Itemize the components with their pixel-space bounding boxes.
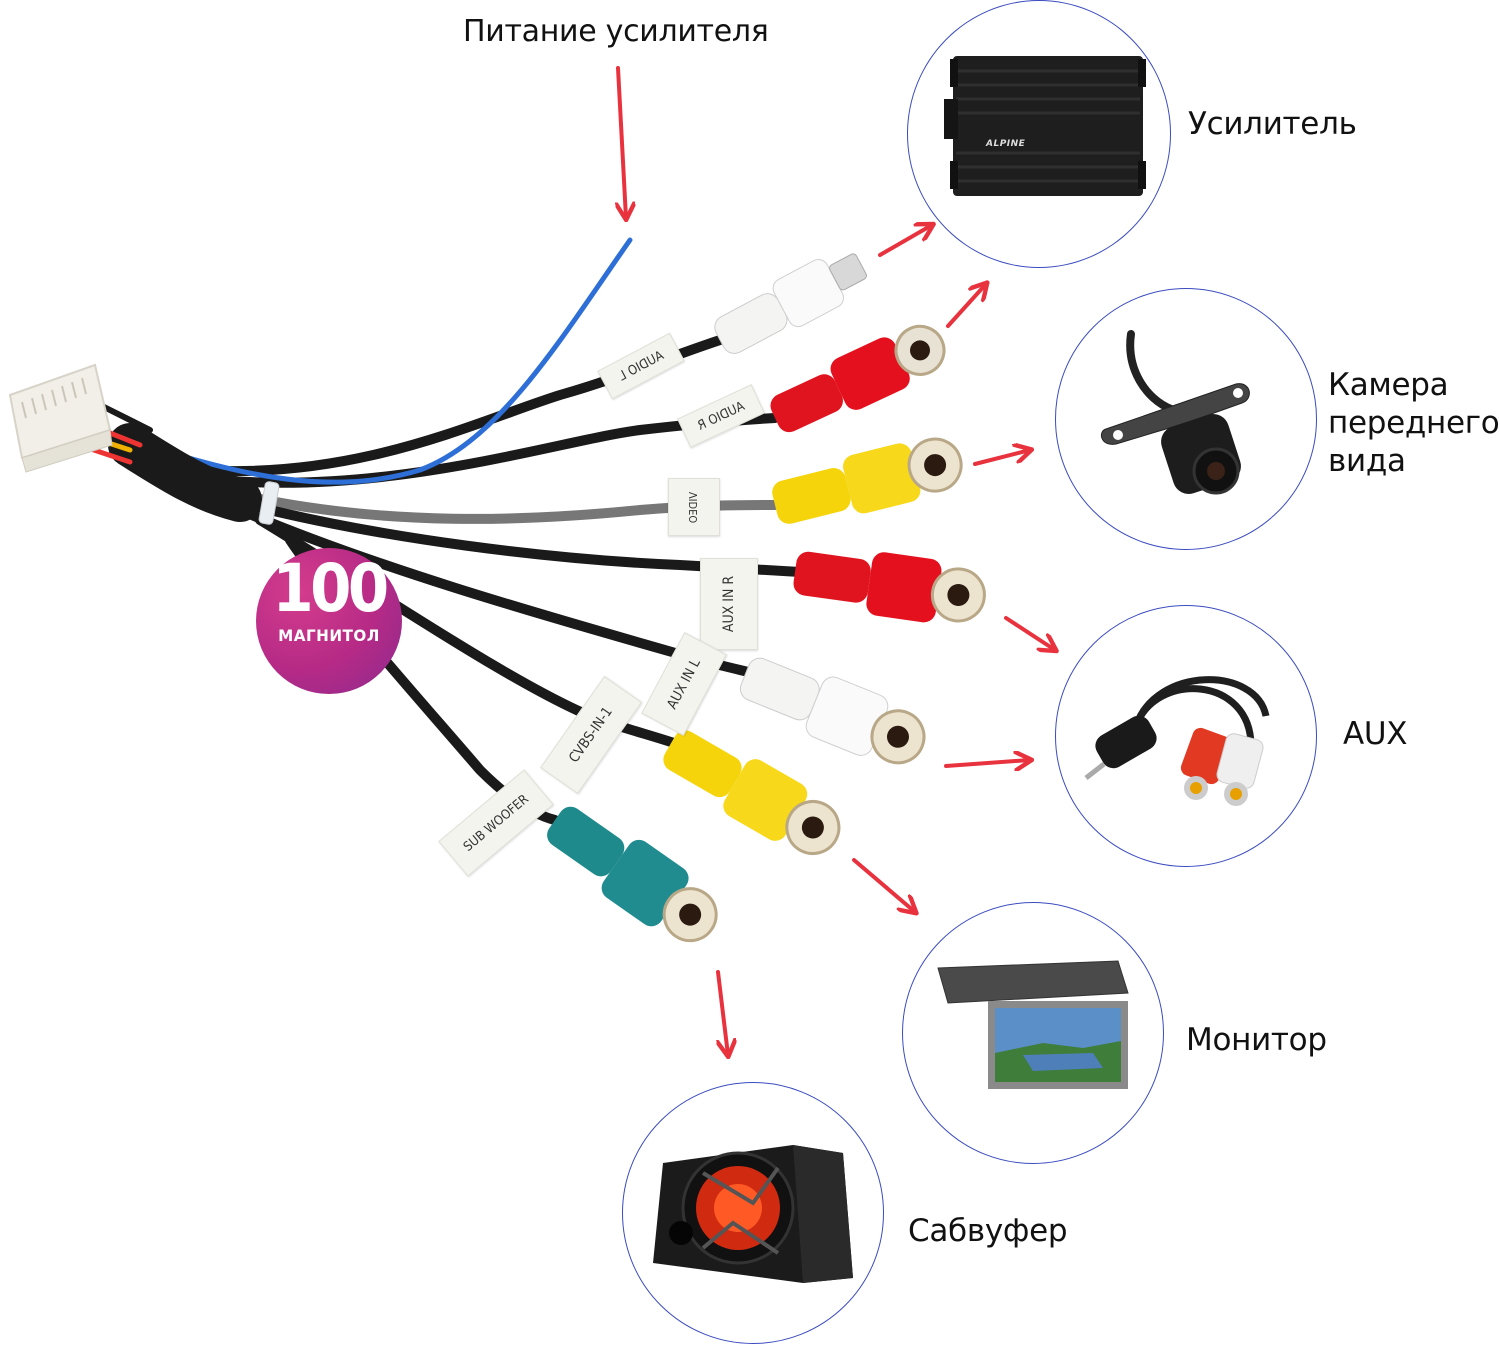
arrow-to-aux-1 (1004, 616, 1055, 650)
device-label-aux: AUX (1343, 716, 1408, 752)
brand-logo: 100 МАГНИТОЛ (256, 548, 402, 694)
arrow-power (618, 66, 626, 218)
power-label: Питание усилителя (463, 14, 769, 49)
cable-power-blue (97, 237, 633, 485)
cable-label-video: VIDEO (668, 478, 720, 536)
brand-number: 100 (272, 550, 389, 627)
device-circle-amplifier: ALPINE (907, 0, 1171, 268)
subwoofer-icon (653, 1145, 853, 1283)
cable-video (215, 485, 780, 524)
device-label-monitor: Монитор (1186, 1022, 1327, 1058)
device-circle-monitor (902, 902, 1164, 1164)
rca-plug-red-aux (793, 551, 986, 623)
cable-label-aux-in-r: AUX IN R (700, 558, 758, 650)
rca-plug-red-top (770, 324, 946, 433)
device-circle-subwoofer (622, 1082, 884, 1344)
arrows (618, 66, 1055, 1055)
arrow-to-amplifier-1 (878, 225, 932, 257)
device-circle-front-camera (1055, 288, 1317, 550)
device-label-front-camera: Камера переднего вида (1328, 367, 1500, 479)
camera-icon (1100, 330, 1250, 495)
arrow-to-amplifier-2 (946, 284, 986, 328)
aux-cable-icon (1084, 676, 1270, 806)
amplifier-icon (944, 56, 1146, 196)
amplifier-brand-mark: ALPINE (986, 139, 1026, 149)
rca-plug-yellow-top (772, 437, 963, 524)
cable-aux-l (235, 505, 765, 680)
brand-name: МАГНИТОЛ (278, 626, 380, 645)
device-label-subwoofer: Сабвуфер (908, 1213, 1068, 1249)
arrow-to-camera (973, 450, 1030, 466)
device-circle-aux (1055, 605, 1317, 867)
rca-plug-white-top (714, 253, 867, 354)
arrow-to-aux-2 (944, 760, 1030, 766)
rca-plug-teal-sub (547, 806, 718, 943)
rca-plug-white-aux (739, 657, 926, 765)
arrow-to-subwoofer (716, 970, 728, 1055)
arrow-to-monitor (852, 858, 915, 912)
monitor-icon (937, 960, 1129, 1089)
device-label-amplifier: Усилитель (1188, 106, 1357, 142)
rca-plug-yellow-cvbs (663, 730, 841, 855)
rca-plugs (547, 253, 986, 943)
connector-block (8, 363, 113, 473)
